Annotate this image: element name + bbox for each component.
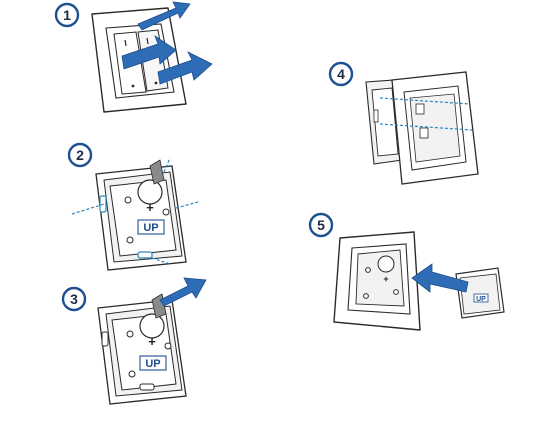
screw-icon xyxy=(363,293,369,299)
mechanism-2: + UP xyxy=(95,159,187,271)
up-label-5: UP xyxy=(476,296,486,303)
screw-icon xyxy=(124,196,132,204)
step-2-panel: 2 + UP xyxy=(67,142,199,271)
step-4-badge: 4 xyxy=(328,61,354,87)
insert-arrow-icon xyxy=(159,277,207,307)
step-3-badge: 3 xyxy=(61,286,87,312)
step-1-badge: 1 xyxy=(54,2,80,28)
step-4-number: 4 xyxy=(337,66,345,82)
guide-line-icon xyxy=(379,97,473,131)
mechanism-4 xyxy=(365,79,403,165)
guide-line-icon xyxy=(71,157,199,265)
step-5-badge: 5 xyxy=(308,212,334,238)
step-5-number: 5 xyxy=(317,217,325,233)
screw-icon xyxy=(162,208,170,216)
screw-icon xyxy=(164,342,172,350)
up-label-3: UP xyxy=(145,358,160,370)
mechanism-3: + UP xyxy=(97,293,187,405)
cover-frame-5: + xyxy=(333,231,421,331)
rocker-piece: UP xyxy=(455,267,505,319)
plus-label-3: + xyxy=(148,334,156,349)
step-3-number: 3 xyxy=(70,291,78,307)
insert-arrow-icon xyxy=(411,263,469,293)
screw-icon xyxy=(393,289,399,295)
step-1-number: 1 xyxy=(63,7,71,23)
screw-icon xyxy=(128,370,136,378)
plus-label-5: + xyxy=(383,274,388,284)
step-5-panel: 5 + UP xyxy=(308,212,505,331)
step-4-panel: 4 xyxy=(328,61,479,185)
step-3-panel: 3 + UP xyxy=(61,277,207,405)
plus-label-2: + xyxy=(146,200,154,215)
screw-icon xyxy=(126,330,134,338)
step-1-panel: 1 xyxy=(54,1,213,113)
screw-icon xyxy=(126,236,134,244)
step-2-badge: 2 xyxy=(67,142,93,168)
screw-icon xyxy=(365,267,371,273)
push-arrow-icon xyxy=(121,1,213,85)
up-label-2: UP xyxy=(143,222,158,234)
step-2-number: 2 xyxy=(76,147,84,163)
